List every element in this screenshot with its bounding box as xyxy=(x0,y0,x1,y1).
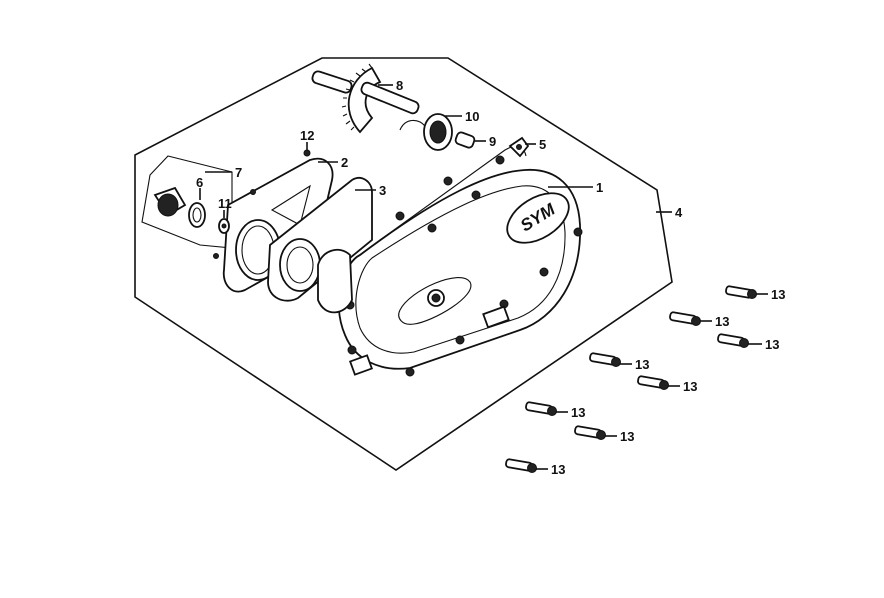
kick-shaft-gear xyxy=(311,63,420,134)
drive-gear xyxy=(399,113,453,151)
callout-10: 10 xyxy=(465,109,479,124)
clip-ring xyxy=(188,202,206,228)
flange-bolt xyxy=(574,425,606,440)
sym-logo-badge xyxy=(506,192,570,244)
callout-11: 11 xyxy=(218,196,232,211)
callout-13: 13 xyxy=(683,379,697,394)
flange-bolt xyxy=(669,311,701,326)
flange-bolt xyxy=(725,285,757,299)
flange-bolt xyxy=(637,375,669,390)
callout-13: 13 xyxy=(620,429,634,444)
callout-3: 3 xyxy=(379,183,386,198)
callout-13: 13 xyxy=(571,405,585,420)
flange-bolt xyxy=(525,401,557,416)
flange-bolt xyxy=(505,458,537,473)
flange-bolt xyxy=(717,333,749,348)
callout-9: 9 xyxy=(489,134,496,149)
callout-1: 1 xyxy=(596,180,603,195)
flange-bolt xyxy=(589,352,621,367)
callout-13: 13 xyxy=(715,314,729,329)
leader-lines xyxy=(199,84,768,470)
callout-4: 4 xyxy=(675,205,683,220)
callout-6: 6 xyxy=(196,175,203,190)
crankcase-cover: SYM xyxy=(337,146,583,377)
callout-12: 12 xyxy=(300,128,314,143)
callout-5: 5 xyxy=(539,137,546,152)
dowel-pin xyxy=(303,149,311,157)
washer xyxy=(218,218,230,234)
callout-13: 13 xyxy=(551,462,565,477)
cover-tab xyxy=(508,136,530,158)
callout-8: 8 xyxy=(396,78,403,93)
intake-plate xyxy=(267,177,373,314)
callout-13: 13 xyxy=(771,287,785,302)
callout-13: 13 xyxy=(765,337,779,352)
starter-housing xyxy=(153,186,187,217)
bushing xyxy=(454,131,476,149)
callout-7: 7 xyxy=(235,165,242,180)
callout-13: 13 xyxy=(635,357,649,372)
assembly-outline xyxy=(134,57,673,471)
callout-2: 2 xyxy=(341,155,348,170)
